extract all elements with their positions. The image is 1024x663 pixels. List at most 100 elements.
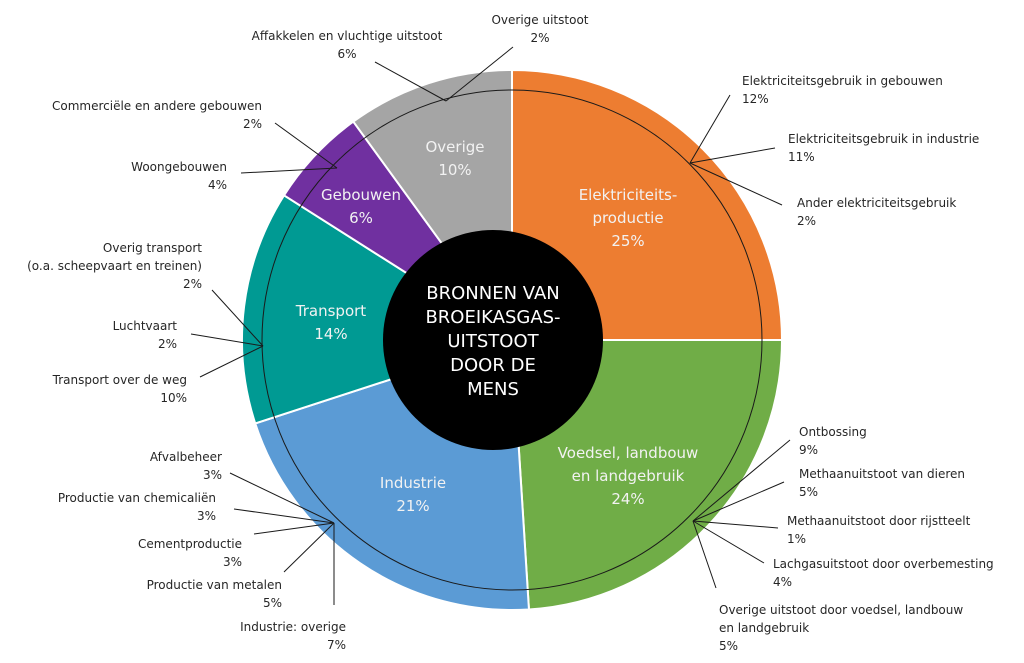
wedge-label-line: Gebouwen	[321, 186, 401, 204]
callout-label: Elektriciteitsgebruik in industrie	[788, 132, 979, 146]
callout-label: Productie van metalen	[147, 578, 282, 592]
callout-value: 3%	[197, 509, 216, 523]
callout-afvalbeheer: Afvalbeheer 3%	[150, 450, 222, 482]
center-circle	[383, 230, 603, 450]
callout-woongebouwen: Woongebouwen 4%	[131, 160, 227, 192]
callout-overig-transport-o-a-scheepvaart-en-treinen: Overig transport (o.a. scheepvaart en tre…	[27, 241, 202, 291]
callout-commerciele-en-andere-gebouwen: Commerciële en andere gebouwen 2%	[52, 99, 262, 131]
callout-value: 2%	[158, 337, 177, 351]
callout-lachgasuitstoot-door-overbemesting: Lachgasuitstoot door overbemesting 4%	[773, 557, 994, 589]
callout-label: Woongebouwen	[131, 160, 227, 174]
leader-line-productie-van-metalen	[283, 522, 335, 573]
callout-productie-van-metalen: Productie van metalen 5%	[147, 578, 282, 610]
callout-value: 3%	[203, 468, 222, 482]
callout-ander-elektriciteitsgebruik: Ander elektriciteitsgebruik 2%	[797, 196, 956, 228]
wedge-label-line: 25%	[611, 232, 644, 250]
leader-line-affakkelen-en-vluchtige-uitstoot	[374, 61, 447, 102]
callout-label: Ander elektriciteitsgebruik	[797, 196, 956, 210]
callout-elektriciteitsgebruik-in-gebouwen: Elektriciteitsgebruik in gebouwen 12%	[742, 74, 943, 106]
leader-line-ander-elektriciteitsgebruik	[689, 162, 783, 206]
callout-value: 5%	[719, 639, 738, 653]
callout-value: 5%	[799, 485, 818, 499]
wedge-label-line: 10%	[438, 161, 471, 179]
leader-line-woongebouwen	[240, 167, 338, 174]
wedge-label-line: Industrie	[380, 474, 446, 492]
callout-label: (o.a. scheepvaart en treinen)	[27, 259, 202, 273]
callout-value: 2%	[243, 117, 262, 131]
leader-line-overig-transport-o-a-scheepvaart-en-treinen	[211, 289, 264, 347]
wedge-label-voedsel-landbouw-en-landgebruik: Voedsel, landbouw en landgebruik 24%	[558, 444, 699, 508]
wedge-labels: Elektriciteits-productie 25% Voedsel, land…	[295, 138, 699, 515]
leader-line-methaanuitstoot-door-rijstteelt	[692, 520, 779, 529]
leader-line-methaanuitstoot-van-dieren	[692, 481, 785, 522]
wedge-label-line: 24%	[611, 490, 644, 508]
callout-cementproductie: Cementproductie 3%	[138, 537, 242, 569]
callout-value: 2%	[797, 214, 816, 228]
leader-line-elektriciteitsgebruik-in-gebouwen	[689, 94, 731, 164]
callout-value: 5%	[263, 596, 282, 610]
callout-label: Methaanuitstoot door rijstteelt	[787, 514, 971, 528]
callout-affakkelen-en-vluchtige-uitstoot: Affakkelen en vluchtige uitstoot 6%	[252, 29, 443, 61]
wedge-label-gebouwen: Gebouwen 6%	[321, 186, 401, 227]
callout-methaanuitstoot-van-dieren: Methaanuitstoot van dieren 5%	[799, 467, 965, 499]
callout-label: Overig transport	[103, 241, 202, 255]
leader-line-afvalbeheer	[229, 472, 335, 524]
callout-value: 4%	[208, 178, 227, 192]
callout-label: Methaanuitstoot van dieren	[799, 467, 965, 481]
center-title-line: DOOR DE	[450, 355, 536, 376]
wedge-label-line: Elektriciteits-	[579, 186, 678, 204]
callout-value: 3%	[223, 555, 242, 569]
leader-line-overige-uitstoot	[445, 46, 514, 102]
callout-value: 1%	[787, 532, 806, 546]
wedge-label-line: productie	[592, 209, 663, 227]
subcategory-ring-line	[261, 89, 763, 591]
callout-label: Elektriciteitsgebruik in gebouwen	[742, 74, 943, 88]
callout-label: Commerciële en andere gebouwen	[52, 99, 262, 113]
callout-label: Affakkelen en vluchtige uitstoot	[252, 29, 443, 43]
center-title-line: BROEIKASGAS-	[425, 307, 560, 328]
callout-value: 6%	[337, 47, 356, 61]
wedge-label-transport: Transport 14%	[295, 302, 367, 343]
callout-overige-uitstoot: Overige uitstoot 2%	[491, 13, 588, 45]
callout-value: 2%	[183, 277, 202, 291]
callout-value: 4%	[773, 575, 792, 589]
wedge-label-line: Transport	[295, 302, 367, 320]
callout-value: 2%	[530, 31, 549, 45]
wedge-label-elektriciteitsproductie: Elektriciteits-productie 25%	[579, 186, 678, 250]
callout-productie-van-chemicalien: Productie van chemicaliën 3%	[58, 491, 216, 523]
callout-label: Productie van chemicaliën	[58, 491, 216, 505]
leader-line-overige-uitstoot-door-voedsel-landbouw-en-landgebruik	[692, 520, 717, 589]
leader-line-ontbossing	[692, 439, 791, 522]
callout-leader-lines	[190, 46, 791, 605]
center-title-line: BRONNEN VAN	[426, 283, 559, 304]
callout-label: Lachgasuitstoot door overbemesting	[773, 557, 994, 571]
center-title-line: MENS	[467, 379, 519, 400]
wedge-label-line: en landgebruik	[572, 467, 685, 485]
leader-line-productie-van-chemicalien	[233, 508, 335, 524]
wedge-label-line: 14%	[314, 325, 347, 343]
wedge-transport	[241, 193, 515, 425]
leader-line-cementproductie	[253, 522, 335, 535]
callout-label: Cementproductie	[138, 537, 242, 551]
leader-line-elektriciteitsgebruik-in-industrie	[689, 147, 776, 164]
leader-line-luchtvaart	[190, 333, 264, 347]
callout-luchtvaart: Luchtvaart 2%	[113, 319, 178, 351]
wedge-label-line: Voedsel, landbouw	[558, 444, 699, 462]
wedge-label-overige: Overige 10%	[426, 138, 485, 179]
callout-label: Overige uitstoot door voedsel, landbouw	[719, 603, 963, 617]
callout-methaanuitstoot-door-rijstteelt: Methaanuitstoot door rijstteelt 1%	[787, 514, 971, 546]
callout-value: 9%	[799, 443, 818, 457]
wedge-label-line: 6%	[349, 209, 373, 227]
callout-label: Industrie: overige	[240, 620, 346, 634]
callout-label: Overige uitstoot	[491, 13, 588, 27]
callout-value: 12%	[742, 92, 769, 106]
wedge-label-line: Overige	[426, 138, 485, 156]
callout-label: Afvalbeheer	[150, 450, 222, 464]
callout-label: Luchtvaart	[113, 319, 178, 333]
